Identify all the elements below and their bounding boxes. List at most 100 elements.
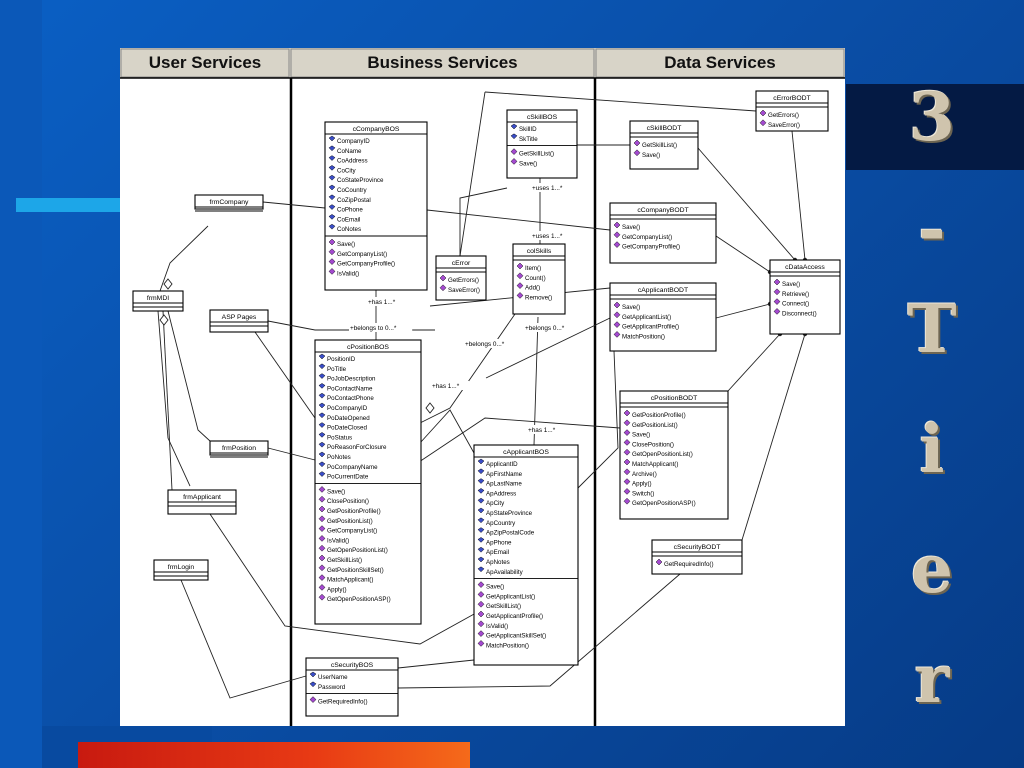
- method-icon: [623, 468, 631, 476]
- connector-29: [727, 333, 781, 392]
- connector-21: [426, 209, 611, 231]
- method: SaveError(): [768, 122, 800, 129]
- method: Save(): [632, 432, 650, 439]
- connector-1: [262, 201, 326, 209]
- method: Archive(): [632, 471, 657, 478]
- attribute-icon: [318, 441, 326, 448]
- method-icon: [516, 262, 524, 270]
- attribute: ApCountry: [486, 520, 516, 527]
- method: GetApplicantProfile(): [486, 613, 543, 620]
- method: MatchPosition(): [486, 642, 529, 649]
- attribute: SkillID: [519, 126, 537, 133]
- attribute-icon: [477, 488, 485, 494]
- method-icon: [655, 558, 663, 566]
- method: GetErrors(): [448, 277, 479, 284]
- method: GetApplicantList(): [622, 314, 671, 321]
- swimlane-header-2: [595, 48, 845, 78]
- method-icon: [613, 321, 621, 328]
- method: GetCompanyList(): [337, 251, 387, 258]
- method-icon: [477, 610, 485, 618]
- connector-11: [397, 659, 475, 669]
- method-icon: [759, 119, 767, 127]
- attribute: CoCity: [337, 167, 356, 174]
- method-icon: [328, 268, 336, 275]
- title-char-5: r: [914, 640, 950, 718]
- method: GetApplicantSkillSet(): [486, 633, 546, 640]
- connector-28: [715, 303, 771, 319]
- method: SaveError(): [448, 287, 480, 294]
- method-icon: [623, 419, 631, 427]
- relation-label: +uses 1...*: [532, 233, 563, 240]
- attribute-icon: [328, 145, 336, 152]
- connector-7: [267, 447, 316, 461]
- attribute: PositionID: [327, 356, 356, 363]
- method: IsValid(): [486, 623, 508, 630]
- class-cPositionBOS: cPositionBOSPositionIDPoTitlePoJobDescri…: [314, 339, 422, 625]
- attribute: PoTitle: [327, 366, 347, 373]
- method-icon: [318, 584, 326, 591]
- attribute: SkTitle: [519, 136, 538, 143]
- attribute-icon: [328, 165, 336, 171]
- method-icon: [318, 495, 326, 503]
- attribute-icon: [318, 422, 326, 428]
- attribute: ApStateProvince: [486, 510, 533, 517]
- method-icon: [613, 221, 621, 229]
- attribute-icon: [318, 383, 326, 389]
- class-cCompanyBODT: cCompanyBODTSave()GetCompanyList()GetCom…: [609, 202, 717, 264]
- method: ClosePosition(): [327, 498, 369, 505]
- title-char-3: i: [919, 410, 945, 488]
- attribute: ApplicantID: [486, 461, 518, 468]
- aggregation-diamond-1: [159, 314, 169, 326]
- method-icon: [318, 535, 326, 542]
- class-name: cCompanyBODT: [637, 207, 688, 214]
- connector-18: [484, 91, 757, 112]
- class-name: frmLogin: [168, 564, 195, 571]
- relation-label: +uses 1...*: [532, 185, 563, 192]
- method-icon: [477, 640, 485, 647]
- class-cCompanyBOS: cCompanyBOSCompanyIDCoNameCoAddressCoCit…: [324, 121, 428, 291]
- method: ClosePosition(): [632, 441, 674, 448]
- attribute-icon: [477, 527, 485, 533]
- form-frmApplicant: frmApplicant: [167, 489, 237, 515]
- attribute: Password: [318, 684, 346, 691]
- attribute-icon: [477, 556, 485, 563]
- method-icon: [318, 554, 326, 562]
- method: GetCompanyList(): [327, 528, 377, 535]
- method: GetSkillList(): [642, 142, 677, 149]
- method-icon: [309, 696, 317, 703]
- method-icon: [477, 591, 485, 598]
- method: GetCompanyList(): [622, 234, 672, 241]
- aggregation-diamond-0: [163, 278, 173, 290]
- connector-6: [254, 331, 316, 419]
- form-frmPosition: frmPosition: [209, 440, 269, 458]
- attribute-icon: [328, 214, 336, 220]
- attribute-icon: [318, 402, 326, 409]
- method-icon: [773, 308, 781, 315]
- method-icon: [633, 149, 641, 157]
- relation-label: +has 1...*: [528, 427, 556, 434]
- method: IsValid(): [337, 270, 359, 277]
- attribute: PoJobDescription: [327, 376, 376, 383]
- method: Add(): [525, 285, 540, 292]
- method: Apply(): [327, 586, 347, 593]
- class-name: cErrorBODT: [773, 95, 810, 102]
- attribute-icon: [309, 671, 317, 678]
- connector-23: [577, 350, 619, 489]
- method-icon: [623, 488, 631, 495]
- method: Item(): [525, 265, 541, 272]
- class-name: cCompanyBOS: [353, 126, 400, 133]
- method: Switch(): [632, 490, 654, 497]
- left-blue-band: [0, 0, 42, 768]
- method-icon: [477, 620, 485, 628]
- class-cApplicantBODT: cApplicantBODTSave()GetApplicantList()Ge…: [609, 282, 717, 352]
- attribute-icon: [477, 537, 485, 543]
- method: Save(): [642, 152, 660, 159]
- attribute-icon: [318, 392, 326, 399]
- connector-9: [180, 579, 307, 699]
- method-icon: [623, 439, 631, 446]
